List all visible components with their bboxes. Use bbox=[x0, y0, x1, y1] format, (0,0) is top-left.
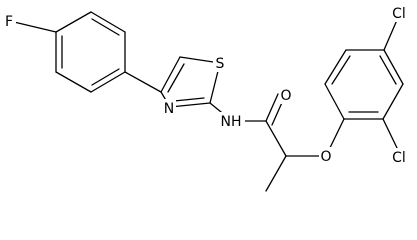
atom-nh: NH bbox=[217, 112, 245, 130]
structure-diagram: F S N NH O O Cl Cl bbox=[2, 4, 409, 192]
atom-o-ether: O bbox=[319, 147, 333, 165]
bond-ch-methyl bbox=[265, 155, 287, 192]
fluorophenyl-ring bbox=[55, 11, 126, 93]
atom-cl-para-label: Cl bbox=[392, 6, 406, 22]
atom-o-carbonyl-label: O bbox=[280, 88, 291, 104]
atom-cl-ortho-label: Cl bbox=[392, 150, 406, 166]
bond-c-o-double-1 bbox=[265, 93, 279, 122]
atom-o-ether-label: O bbox=[320, 149, 331, 165]
dichlorophenyl-ring bbox=[324, 49, 404, 120]
atom-nh-label: NH bbox=[221, 114, 242, 130]
bond-c-cl-para bbox=[383, 19, 398, 51]
atom-s-label: S bbox=[216, 56, 225, 72]
atom-f: F bbox=[2, 12, 16, 30]
atom-n-ring: N bbox=[162, 99, 176, 117]
bond-c-cl-ortho bbox=[382, 118, 399, 151]
atom-f-label: F bbox=[5, 14, 13, 30]
atom-cl-ortho: Cl bbox=[389, 148, 409, 166]
molecule-canvas: F S N NH O O Cl Cl bbox=[2, 4, 409, 192]
atom-cl-para: Cl bbox=[389, 4, 409, 22]
bond-c-f bbox=[13, 21, 57, 33]
bond-carbonyl-ch bbox=[265, 120, 287, 157]
atom-o-carbonyl: O bbox=[279, 86, 293, 104]
atom-n-label: N bbox=[164, 101, 174, 117]
bond-aryl-thiazole bbox=[124, 71, 162, 93]
atom-s: S bbox=[213, 54, 227, 72]
